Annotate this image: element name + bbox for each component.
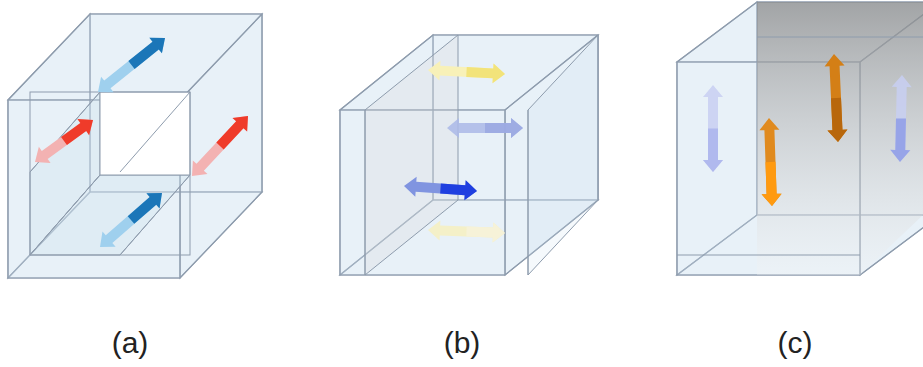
slab-edge xyxy=(528,110,529,275)
arrow-dark xyxy=(703,129,723,173)
arrow-dark xyxy=(128,38,165,69)
cube-b xyxy=(340,35,598,275)
cube-face xyxy=(180,14,262,278)
slab-plane xyxy=(528,35,598,275)
double-arrow xyxy=(759,118,781,206)
cube-face xyxy=(505,35,598,275)
arrow-light xyxy=(35,119,93,163)
arrow-dark xyxy=(61,119,93,145)
double-arrow xyxy=(192,116,248,176)
double-arrow xyxy=(428,220,505,242)
tunnel-hole xyxy=(100,92,190,175)
slab-edge xyxy=(757,37,923,38)
arrow-light xyxy=(890,75,911,162)
arrow-dark xyxy=(128,193,162,224)
tunnel-edge xyxy=(120,92,190,172)
panel-label: (a) xyxy=(112,326,149,360)
panel-label: (b) xyxy=(444,326,481,360)
arrow-dark xyxy=(440,180,477,200)
inner-frame xyxy=(30,92,190,255)
arrow-light xyxy=(100,193,162,247)
double-arrow xyxy=(703,85,723,172)
arrow-light xyxy=(447,118,523,138)
arrow-dark xyxy=(890,118,910,162)
arrow-dark xyxy=(762,162,782,206)
tunnel-wall xyxy=(30,175,190,255)
arrow-light xyxy=(192,116,248,176)
slab-edge xyxy=(365,110,366,275)
double-arrow xyxy=(404,177,477,200)
arrow-light xyxy=(825,54,848,142)
arrow-light xyxy=(404,177,477,200)
arrow-light xyxy=(98,38,165,93)
slab-edge xyxy=(677,255,860,256)
shaded-volume xyxy=(757,2,923,275)
double-arrow xyxy=(825,54,848,142)
double-arrow xyxy=(100,193,162,247)
double-arrow xyxy=(447,118,523,138)
double-arrow xyxy=(98,38,165,93)
cube-c xyxy=(677,2,923,275)
tunnel-edge xyxy=(30,92,100,172)
double-arrow xyxy=(428,61,505,84)
arrow-light xyxy=(428,220,505,242)
arrow-dark xyxy=(485,118,523,138)
panel-label: (c) xyxy=(778,326,813,360)
tunnel-edge xyxy=(30,175,100,255)
arrow-dark xyxy=(216,116,248,149)
arrow-light xyxy=(703,85,723,172)
cube-a xyxy=(8,14,262,278)
arrow-dark xyxy=(466,63,505,83)
arrow-light xyxy=(428,61,505,84)
double-arrow xyxy=(35,119,93,163)
tunnel-edge xyxy=(120,175,190,255)
arrow-dark xyxy=(827,98,847,142)
arrow-light xyxy=(759,118,781,206)
arrow-dark xyxy=(466,223,505,243)
double-arrow xyxy=(890,75,911,162)
